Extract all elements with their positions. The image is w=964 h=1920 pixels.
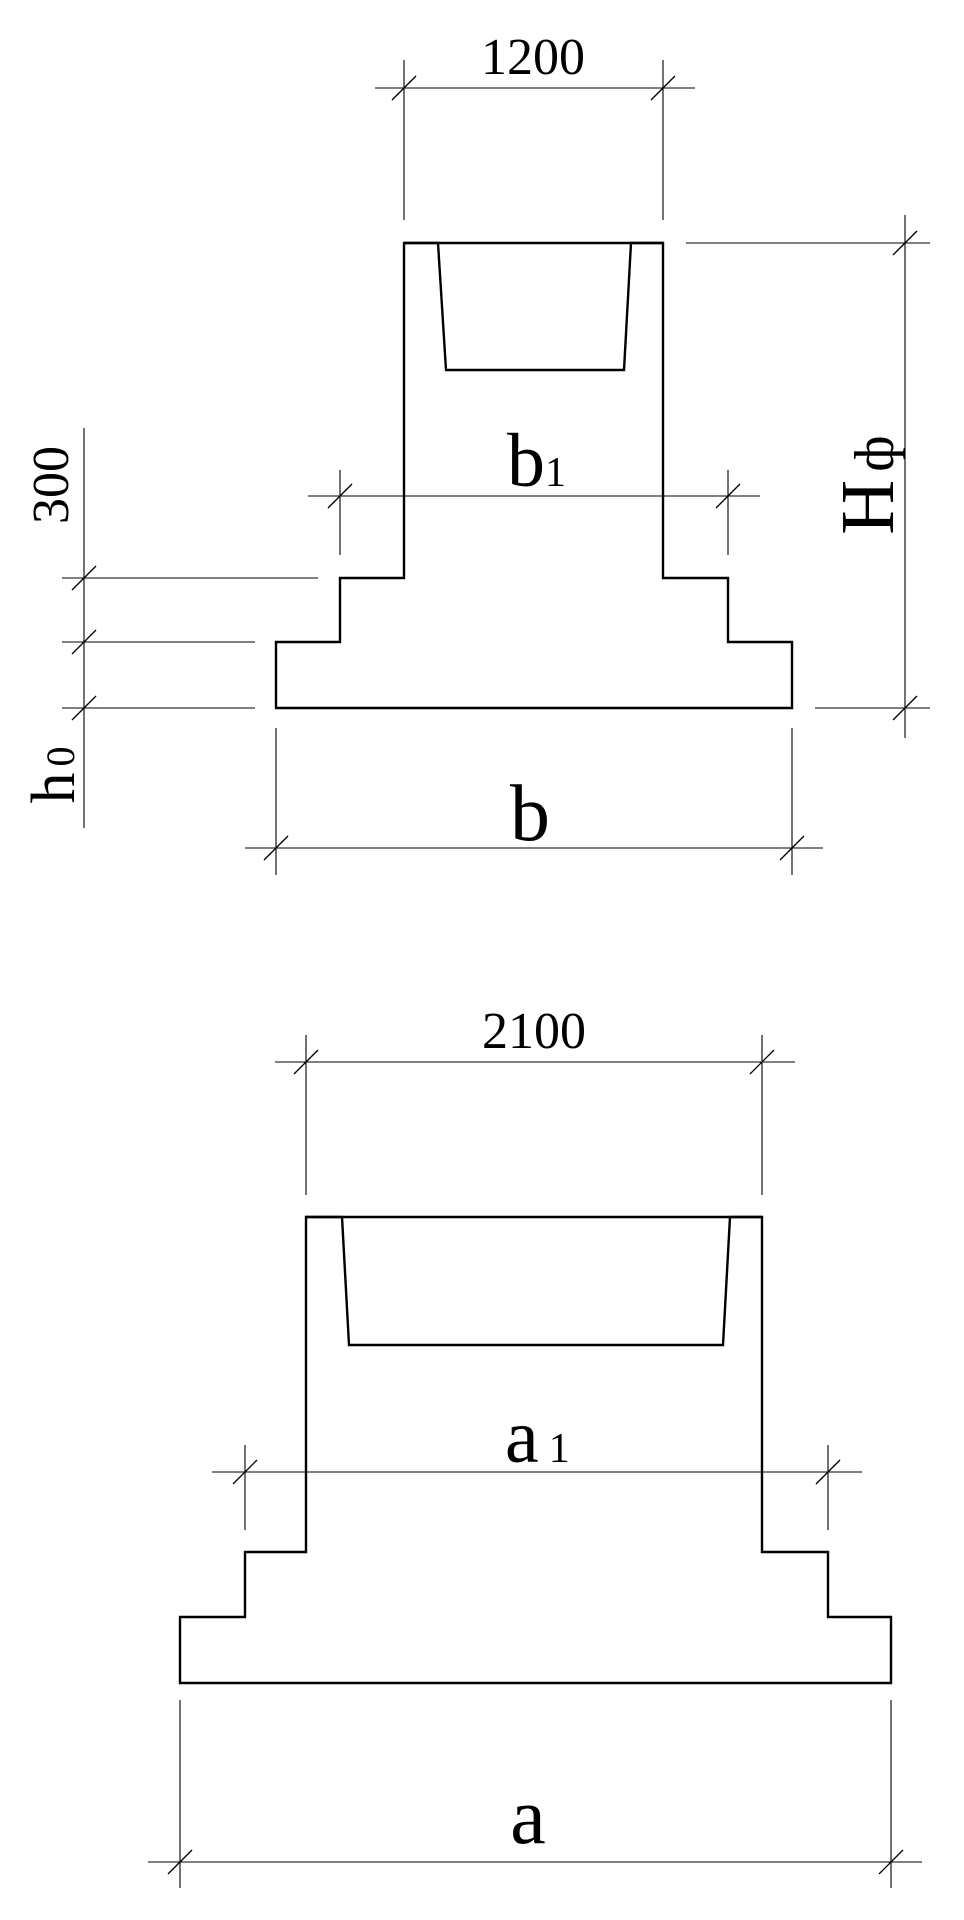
dim-label-a: a [510,1773,546,1861]
dim-a: a [148,1700,922,1888]
dim-2100: 2100 [275,1003,795,1195]
dim-b: b [245,728,823,875]
socket-outline-a [306,1215,762,1347]
dim-1200: 1200 [375,29,695,220]
dim-height: Hф [686,215,930,738]
foundation-section-b: 1200 b1 b [20,29,930,875]
dim-label-1200: 1200 [481,29,585,86]
dim-b1: b1 [308,419,760,555]
dim-left-heights: 300 h0 [20,428,318,828]
dim-label-2100: 2100 [482,1003,586,1060]
dim-label-b1: b1 [507,419,566,503]
socket-outline-b [404,241,663,372]
dim-label-b: b [510,770,550,858]
dim-label-h0: h0 [20,747,88,804]
dim-label-300: 300 [23,446,80,524]
dim-label-height: Hф [826,435,910,534]
